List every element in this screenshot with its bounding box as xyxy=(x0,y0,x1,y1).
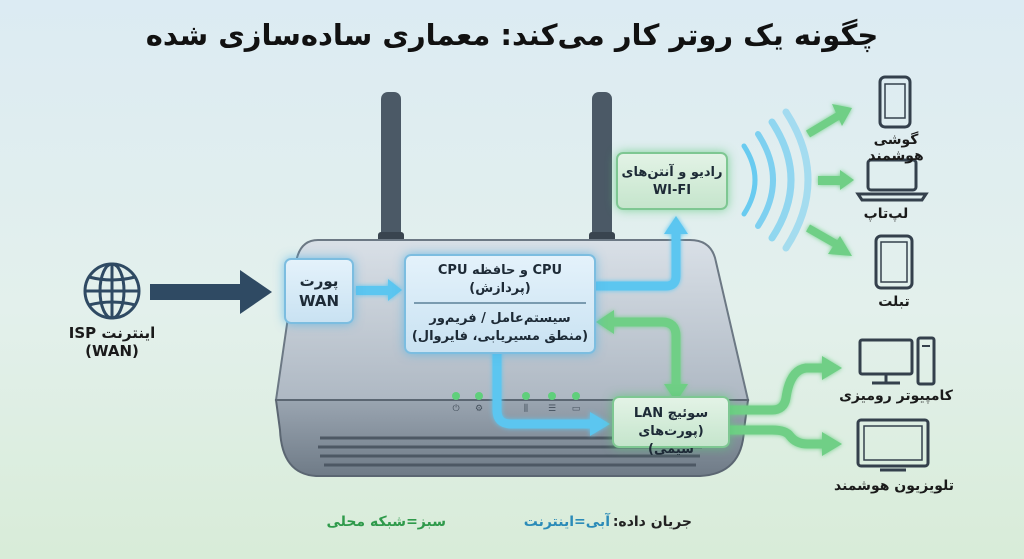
isp-label: اینترنت ISP (WAN) xyxy=(62,324,162,360)
antenna-left xyxy=(378,92,404,244)
globe-icon xyxy=(83,262,141,320)
wan-port-line2: WAN xyxy=(298,292,340,310)
isp-label-line1: اینترنت ISP xyxy=(68,324,156,342)
wifi-radio-line2: WI-FI xyxy=(652,183,692,198)
desktop-computer-icon xyxy=(858,336,936,386)
legend-green: سبز=شبکه محلی xyxy=(326,514,446,530)
blue-flow-arrows xyxy=(356,216,688,436)
lan-switch-line1: سوئیچ LAN xyxy=(633,406,709,421)
lan-switch-line2: (پورت‌های سیمی) xyxy=(638,424,704,457)
wifi-waves-icon xyxy=(741,108,812,252)
lan-switch-box: سوئیچ LAN (پورت‌های سیمی) xyxy=(612,396,730,457)
page-title: چگونه یک روتر کار می‌کند: معماری ساده‌سا… xyxy=(145,18,879,52)
cpu-section: CPU و حافظه CPU (پردازش) xyxy=(414,256,586,304)
device-label-tv: تلویزیون هوشمند xyxy=(833,478,954,494)
svg-text:▭: ▭ xyxy=(572,404,581,414)
wan-port-box: پورت WAN xyxy=(284,258,354,324)
tablet-icon xyxy=(874,234,914,290)
wan-port-line1: پورت xyxy=(299,272,339,290)
device-label-desktop: کامپیوتر رومیزی xyxy=(839,388,953,404)
smart-tv-icon xyxy=(856,418,930,472)
internet-input-arrow xyxy=(150,270,272,314)
smartphone-icon xyxy=(878,75,912,129)
green-flow-arrows xyxy=(596,104,854,456)
os-section: سیستم‌عامل / فریم‌ور (منطق مسیریابی، فای… xyxy=(406,304,594,346)
wifi-radio-box: رادیو و آنتن‌های WI-FI xyxy=(616,152,728,210)
device-label-phone: گوشی هوشمند xyxy=(868,132,924,164)
device-label-tablet: تبلت xyxy=(878,294,910,310)
isp-label-line2: (WAN) xyxy=(85,342,139,360)
device-label-laptop: لپ‌تاپ xyxy=(863,206,909,222)
legend-prefix: جریان داده: xyxy=(612,514,692,530)
svg-text:⫼: ⫼ xyxy=(524,403,528,414)
wifi-radio-line1: رادیو و آنتن‌های xyxy=(621,165,723,180)
laptop-icon xyxy=(855,158,929,202)
cpu-line2: (پردازش) xyxy=(469,281,531,296)
cpu-line1: CPU و حافظه CPU xyxy=(437,263,563,278)
os-line2: (منطق مسیریابی، فایروال) xyxy=(411,329,589,344)
cpu-os-box: CPU و حافظه CPU (پردازش) سیستم‌عامل / فر… xyxy=(404,254,596,354)
antenna-right xyxy=(589,92,615,244)
legend-blue: آبی=اینترنت xyxy=(523,514,610,530)
os-line1: سیستم‌عامل / فریم‌ور xyxy=(429,311,571,326)
svg-text:⚙: ⚙ xyxy=(475,404,483,414)
svg-text:☰: ☰ xyxy=(548,404,556,414)
svg-text:⏻: ⏻ xyxy=(452,403,459,414)
status-leds: ⏻ ⚙ ⫼ ☰ ▭ xyxy=(452,392,580,414)
